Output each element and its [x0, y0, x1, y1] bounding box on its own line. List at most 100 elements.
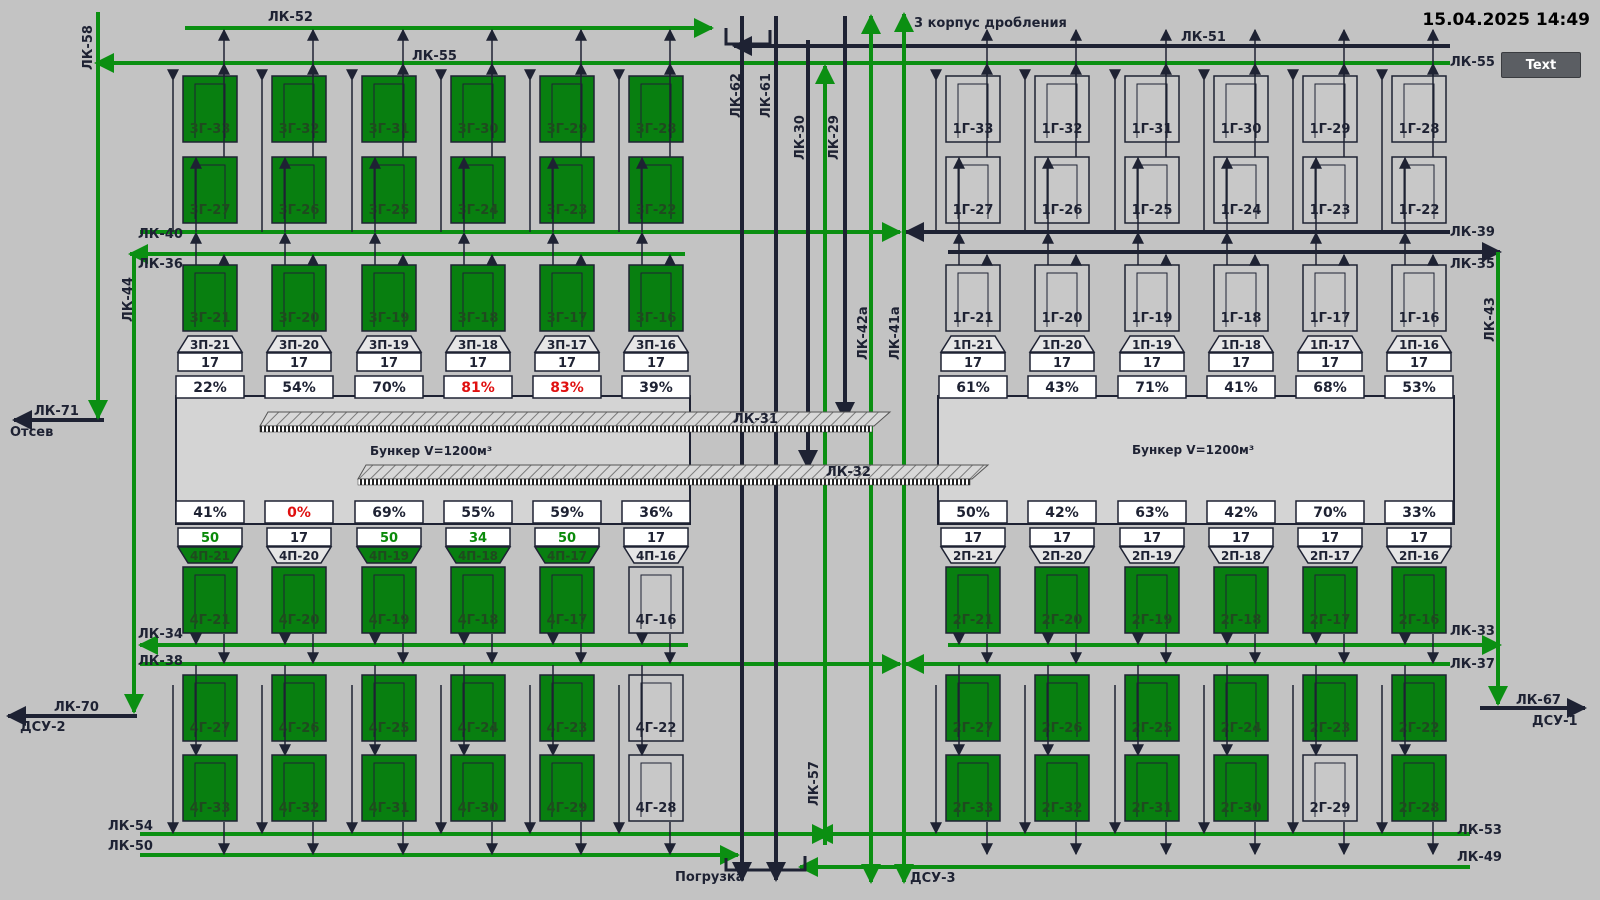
- right-crusher-1Г-27[interactable]: 1Г-27: [945, 156, 1001, 224]
- right-crusher-2Г-22[interactable]: 2Г-22: [1391, 674, 1447, 742]
- right-crusher-2Г-23[interactable]: 2Г-23: [1302, 674, 1358, 742]
- label-lk50: ЛК-50: [108, 839, 153, 854]
- left-crusher-3Г-30[interactable]: 3Г-30: [450, 75, 506, 143]
- left-crusher-3Г-19[interactable]: 3Г-19: [361, 264, 417, 332]
- left-crusher-4Г-30[interactable]: 4Г-30: [450, 754, 506, 822]
- right-crusher-1Г-23[interactable]: 1Г-23: [1302, 156, 1358, 224]
- right-crusher-1Г-16[interactable]: 1Г-16: [1391, 264, 1447, 332]
- left-crusher-4Г-18[interactable]: 4Г-18: [450, 566, 506, 634]
- left-crusher-4Г-22[interactable]: 4Г-22: [628, 674, 684, 742]
- right-crusher-1Г-29[interactable]: 1Г-29: [1302, 75, 1358, 143]
- right-crusher-1Г-16-label: 1Г-16: [1399, 311, 1440, 326]
- right-crusher-2Г-19[interactable]: 2Г-19: [1124, 566, 1180, 634]
- left-crusher-3Г-26[interactable]: 3Г-26: [271, 156, 327, 224]
- left-crusher-3Г-29[interactable]: 3Г-29: [539, 75, 595, 143]
- right-crusher-1Г-24[interactable]: 1Г-24: [1213, 156, 1269, 224]
- right-crusher-1Г-21[interactable]: 1Г-21: [945, 264, 1001, 332]
- left-crusher-3Г-20[interactable]: 3Г-20: [271, 264, 327, 332]
- left-crusher-4Г-33[interactable]: 4Г-33: [182, 754, 238, 822]
- right-crusher-2Г-30[interactable]: 2Г-30: [1213, 754, 1269, 822]
- left-crusher-3Г-31[interactable]: 3Г-31: [361, 75, 417, 143]
- left-crusher-3Г-33[interactable]: 3Г-33: [182, 75, 238, 143]
- left-crusher-3Г-18[interactable]: 3Г-18: [450, 264, 506, 332]
- left-crusher-4Г-24[interactable]: 4Г-24: [450, 674, 506, 742]
- left-crusher-3Г-28[interactable]: 3Г-28: [628, 75, 684, 143]
- left-crusher-3Г-17[interactable]: 3Г-17: [539, 264, 595, 332]
- right-crusher-1Г-28[interactable]: 1Г-28: [1391, 75, 1447, 143]
- right-crusher-2Г-25[interactable]: 2Г-25: [1124, 674, 1180, 742]
- right-crusher-1Г-19[interactable]: 1Г-19: [1124, 264, 1180, 332]
- right-crusher-1Г-20[interactable]: 1Г-20: [1034, 264, 1090, 332]
- left-crusher-4Г-28[interactable]: 4Г-28: [628, 754, 684, 822]
- right-crusher-2Г-17[interactable]: 2Г-17: [1302, 566, 1358, 634]
- left-crusher-3Г-21[interactable]: 3Г-21: [182, 264, 238, 332]
- right-crusher-2Г-27[interactable]: 2Г-27: [945, 674, 1001, 742]
- right-crusher-2Г-16[interactable]: 2Г-16: [1391, 566, 1447, 634]
- right-crusher-1Г-30[interactable]: 1Г-30: [1213, 75, 1269, 143]
- right-crusher-1Г-25[interactable]: 1Г-25: [1124, 156, 1180, 224]
- left-crusher-3Г-22[interactable]: 3Г-22: [628, 156, 684, 224]
- right-crusher-2Г-20[interactable]: 2Г-20: [1034, 566, 1090, 634]
- right-crusher-1Г-31[interactable]: 1Г-31: [1124, 75, 1180, 143]
- right-crusher-1Г-18[interactable]: 1Г-18: [1213, 264, 1269, 332]
- left-crusher-4Г-16[interactable]: 4Г-16: [628, 566, 684, 634]
- right-crusher-1Г-32[interactable]: 1Г-32: [1034, 75, 1090, 143]
- right-crusher-2Г-28[interactable]: 2Г-28: [1391, 754, 1447, 822]
- left-crusher-3Г-16[interactable]: 3Г-16: [628, 264, 684, 332]
- left-crusher-3Г-23[interactable]: 3Г-23: [539, 156, 595, 224]
- right-crusher-2Г-31[interactable]: 2Г-31: [1124, 754, 1180, 822]
- left-crusher-3Г-32[interactable]: 3Г-32: [271, 75, 327, 143]
- right-crusher-1Г-17[interactable]: 1Г-17: [1302, 264, 1358, 332]
- left-crusher-4Г-32[interactable]: 4Г-32: [271, 754, 327, 822]
- left-level-top-3-value: 70%: [372, 380, 406, 396]
- left-crusher-3Г-25[interactable]: 3Г-25: [361, 156, 417, 224]
- left-crusher-4Г-31[interactable]: 4Г-31: [361, 754, 417, 822]
- right-crusher-1Г-22[interactable]: 1Г-22: [1391, 156, 1447, 224]
- left-crusher-4Г-25[interactable]: 4Г-25: [361, 674, 417, 742]
- right-crusher-2Г-29[interactable]: 2Г-29: [1302, 754, 1358, 822]
- right-crusher-1Г-26[interactable]: 1Г-26: [1034, 156, 1090, 224]
- right-crusher-2Г-24[interactable]: 2Г-24: [1213, 674, 1269, 742]
- left-crusher-4Г-20[interactable]: 4Г-20: [271, 566, 327, 634]
- left-crusher-4Г-21[interactable]: 4Г-21: [182, 566, 238, 634]
- left-crusher-3Г-24[interactable]: 3Г-24: [450, 156, 506, 224]
- left-crusher-4Г-17[interactable]: 4Г-17: [539, 566, 595, 634]
- left-crusher-4Г-19[interactable]: 4Г-19: [361, 566, 417, 634]
- left-crusher-4Г-29[interactable]: 4Г-29: [539, 754, 595, 822]
- left-crusher-3Г-27[interactable]: 3Г-27: [182, 156, 238, 224]
- right-crusher-2Г-33[interactable]: 2Г-33: [945, 754, 1001, 822]
- left-crusher-4Г-23[interactable]: 4Г-23: [539, 674, 595, 742]
- left-crusher-4Г-26[interactable]: 4Г-26: [271, 674, 327, 742]
- right-crusher-1Г-33[interactable]: 1Г-33: [945, 75, 1001, 143]
- text-button[interactable]: Text: [1501, 52, 1581, 78]
- right-crusher-2Г-32[interactable]: 2Г-32: [1034, 754, 1090, 822]
- right-crusher-2Г-18[interactable]: 2Г-18: [1213, 566, 1269, 634]
- right-crusher-2Г-26[interactable]: 2Г-26: [1034, 674, 1090, 742]
- right-crusher-2Г-21[interactable]: 2Г-21: [945, 566, 1001, 634]
- left-crusher-4Г-27[interactable]: 4Г-27: [182, 674, 238, 742]
